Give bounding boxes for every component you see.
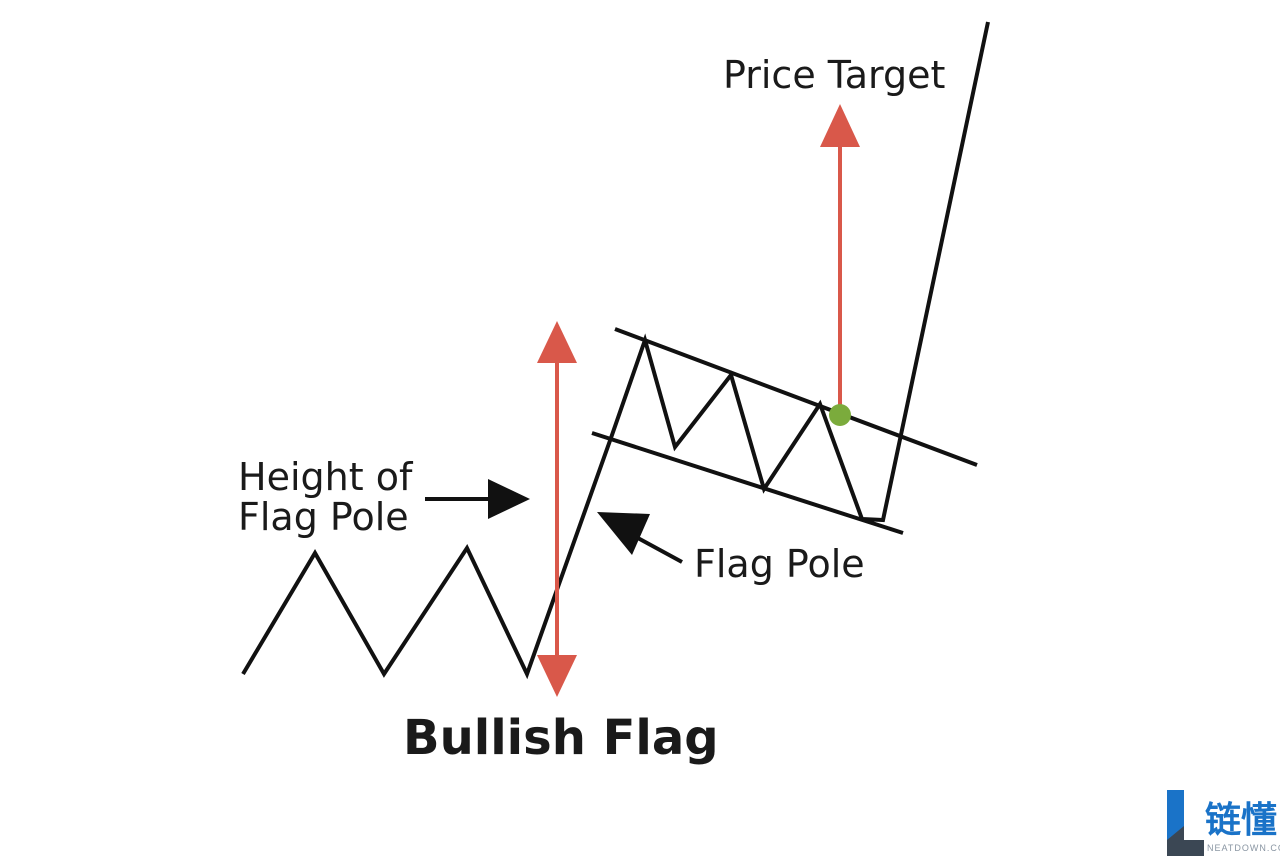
- logo-chinese-text: 链懂: [1205, 800, 1277, 841]
- price-target-label: Price Target: [723, 53, 945, 97]
- arrow-up-head: [537, 321, 577, 363]
- arrow-down-head: [537, 655, 577, 697]
- height-pointer-arrow: [425, 479, 530, 519]
- price-target-arrow: [820, 104, 860, 410]
- pole-height-arrow: [537, 321, 577, 697]
- flag-pole-label: Flag Pole: [694, 542, 865, 586]
- neatdown-logo: 链懂 NEATDOWN.COM: [1167, 790, 1280, 856]
- price-line: [241, 21, 990, 680]
- flag-lower-boundary: [591, 431, 904, 535]
- height-of-flag-pole-label-line1: Height of: [238, 455, 414, 499]
- logo-url-text: NEATDOWN.COM: [1207, 843, 1280, 853]
- diagram-title: Bullish Flag: [403, 710, 719, 766]
- height-of-flag-pole-label-line2: Flag Pole: [238, 495, 409, 539]
- arrow-up-head: [820, 104, 860, 147]
- flag-upper-boundary: [614, 327, 978, 467]
- flag-pole-pointer-arrow: [597, 512, 683, 564]
- breakout-point: [829, 404, 851, 426]
